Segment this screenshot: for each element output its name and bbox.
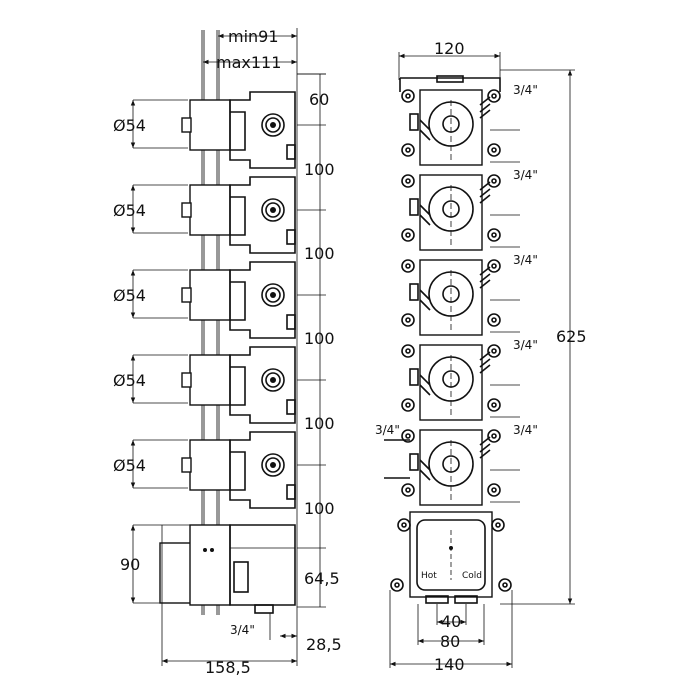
spacing-label: 100	[304, 414, 335, 433]
valve-module	[181, 176, 296, 254]
left-port-label: 3/4"	[375, 423, 400, 437]
diameter-label: Ø54	[113, 201, 146, 220]
spacing-label: 100	[304, 329, 335, 348]
spacing-label: 100	[304, 244, 335, 263]
valve-stack	[181, 91, 296, 509]
box-height-label: 90	[120, 555, 140, 574]
right-port-connector	[490, 299, 520, 333]
diameter-label: Ø54	[113, 116, 146, 135]
dim-80-label: 80	[440, 632, 460, 651]
bottom-diverter-block	[159, 524, 296, 666]
bottom-offset-label: 64,5	[304, 569, 340, 588]
front-diverter-box: Hot Cold	[390, 511, 512, 604]
port-label: 3/4"	[513, 83, 538, 97]
front-valve-module	[401, 259, 501, 336]
back-depth-label: 28,5	[306, 635, 342, 654]
port-label: 3/4"	[513, 338, 538, 352]
dim-140-label: 140	[434, 655, 465, 674]
total-height-label: 625	[556, 327, 587, 346]
right-port-connector	[490, 214, 520, 248]
diameter-label: Ø54	[113, 456, 146, 475]
valve-module	[181, 431, 296, 509]
hot-label: Hot	[421, 571, 437, 581]
diameter-annotations: Ø54 Ø54 Ø54 Ø54 Ø54	[113, 99, 188, 489]
max-depth-label: max111	[216, 53, 281, 72]
valve-module	[181, 91, 296, 169]
diameter-label: Ø54	[113, 286, 146, 305]
spacing-label: 100	[304, 160, 335, 179]
port-label: 3/4"	[513, 168, 538, 182]
dim-40-label: 40	[441, 612, 461, 631]
port-label: 3/4"	[513, 253, 538, 267]
min-depth-label: min91	[228, 27, 279, 46]
top-width-label: 120	[434, 39, 465, 58]
front-valve-stack	[384, 89, 520, 506]
side-view: min91 max111	[113, 27, 342, 677]
cold-label: Cold	[462, 571, 482, 581]
front-valve-module	[401, 429, 501, 506]
front-valve-module	[401, 89, 501, 166]
right-port-connector	[490, 469, 520, 503]
left-port-connector	[384, 439, 410, 479]
connection-size-label: 3/4"	[230, 623, 255, 637]
right-port-connector	[490, 384, 520, 418]
right-port-connector	[490, 129, 520, 163]
spacing-label: 100	[304, 499, 335, 518]
port-label: 3/4"	[513, 423, 538, 437]
valve-module	[181, 346, 296, 424]
front-view: 120	[375, 39, 587, 674]
total-depth-label: 158,5	[205, 658, 251, 677]
valve-module	[181, 261, 296, 339]
front-valve-module	[401, 344, 501, 421]
diameter-label: Ø54	[113, 371, 146, 390]
top-offset-label: 60	[309, 90, 329, 109]
front-valve-module	[401, 174, 501, 251]
